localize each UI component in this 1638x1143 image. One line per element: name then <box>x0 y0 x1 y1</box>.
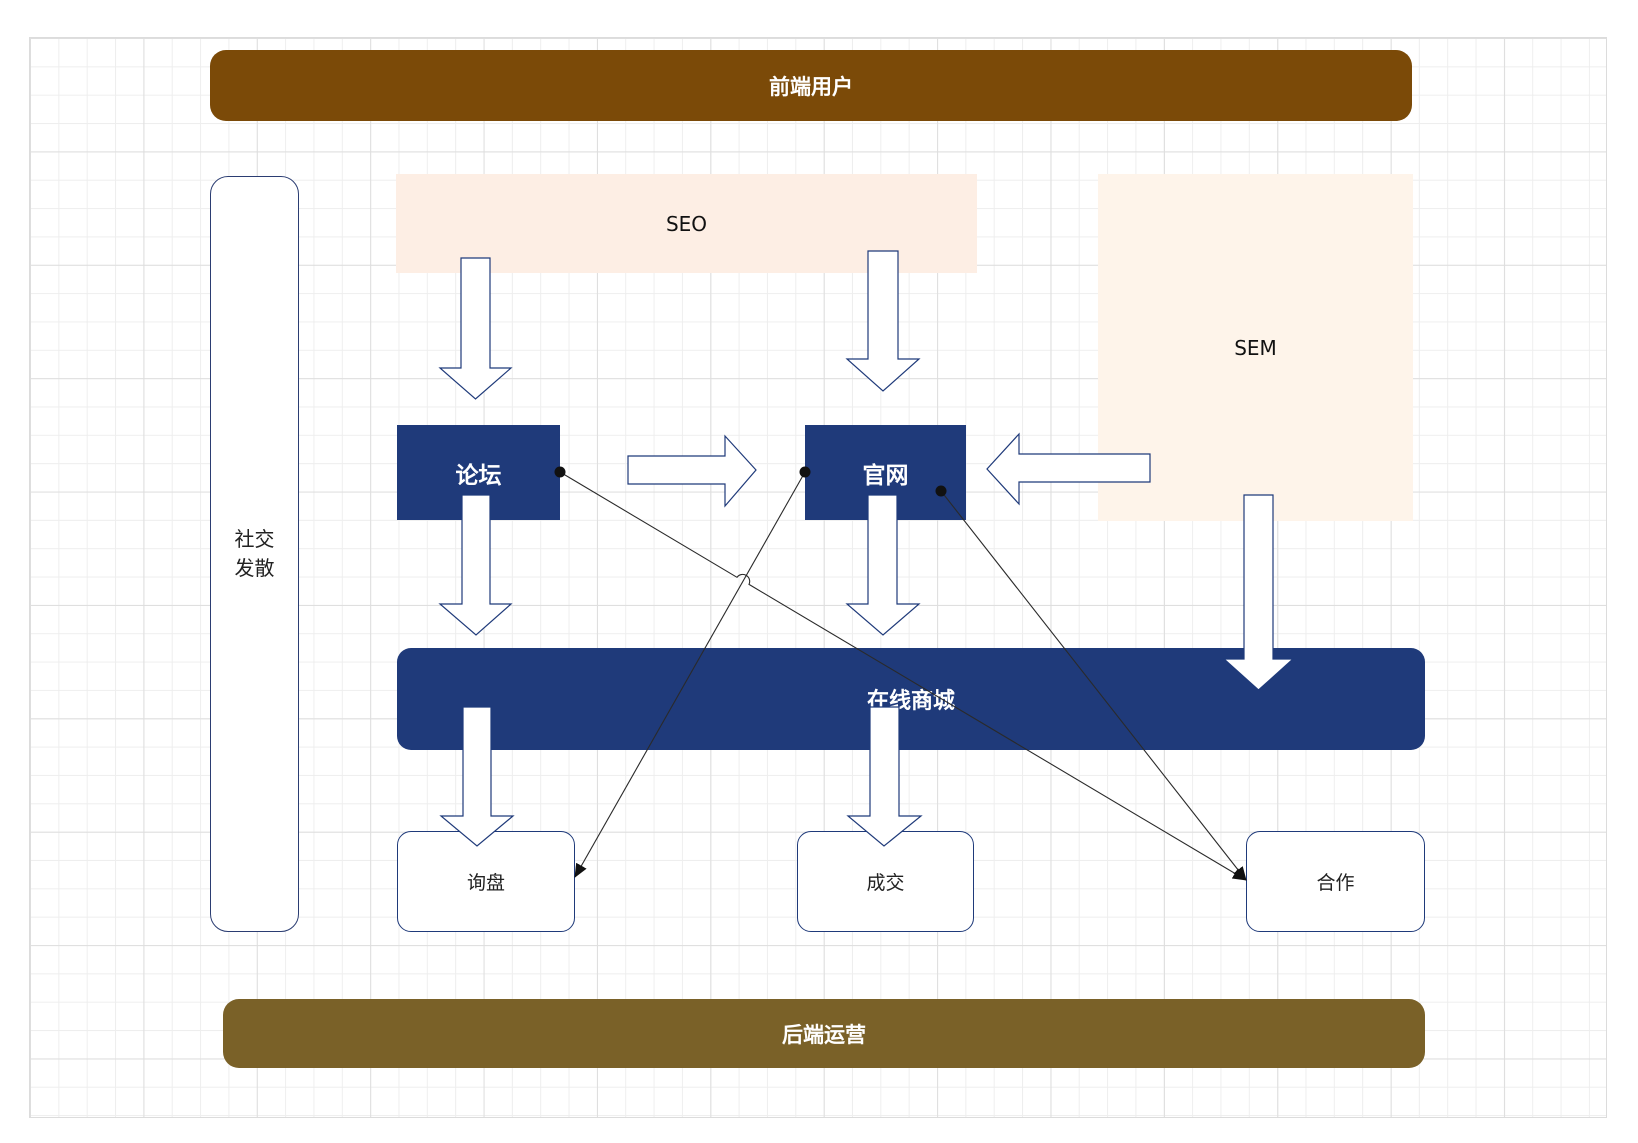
online-mall-label: 在线商城 <box>866 689 955 714</box>
inquiry-label: 询盘 <box>466 872 505 894</box>
deal-label: 成交 <box>866 872 905 894</box>
frontend-users-label: 前端用户 <box>769 74 853 99</box>
online-mall-bar: 在线商城 <box>397 648 1425 750</box>
forum-label: 论坛 <box>455 462 502 489</box>
social-spread-label-line1: 社交 <box>234 527 275 551</box>
website-label: 官网 <box>862 462 909 489</box>
deal-node: 成交 <box>797 831 974 932</box>
cooperation-label: 合作 <box>1316 872 1355 894</box>
seo-label: SEO <box>665 211 708 236</box>
cooperation-node: 合作 <box>1246 831 1425 932</box>
inquiry-node: 询盘 <box>397 831 575 932</box>
social-spread-column: 社交 发散 <box>210 176 299 932</box>
frontend-users-bar: 前端用户 <box>210 50 1412 121</box>
website-node: 官网 <box>805 425 966 520</box>
backend-operations-label: 后端运营 <box>782 1022 866 1047</box>
sem-label: SEM <box>1234 335 1277 360</box>
social-spread-label-line2: 发散 <box>234 556 275 580</box>
seo-node: SEO <box>396 174 977 273</box>
backend-operations-bar: 后端运营 <box>223 999 1425 1068</box>
forum-node: 论坛 <box>397 425 560 520</box>
sem-node: SEM <box>1098 174 1413 521</box>
